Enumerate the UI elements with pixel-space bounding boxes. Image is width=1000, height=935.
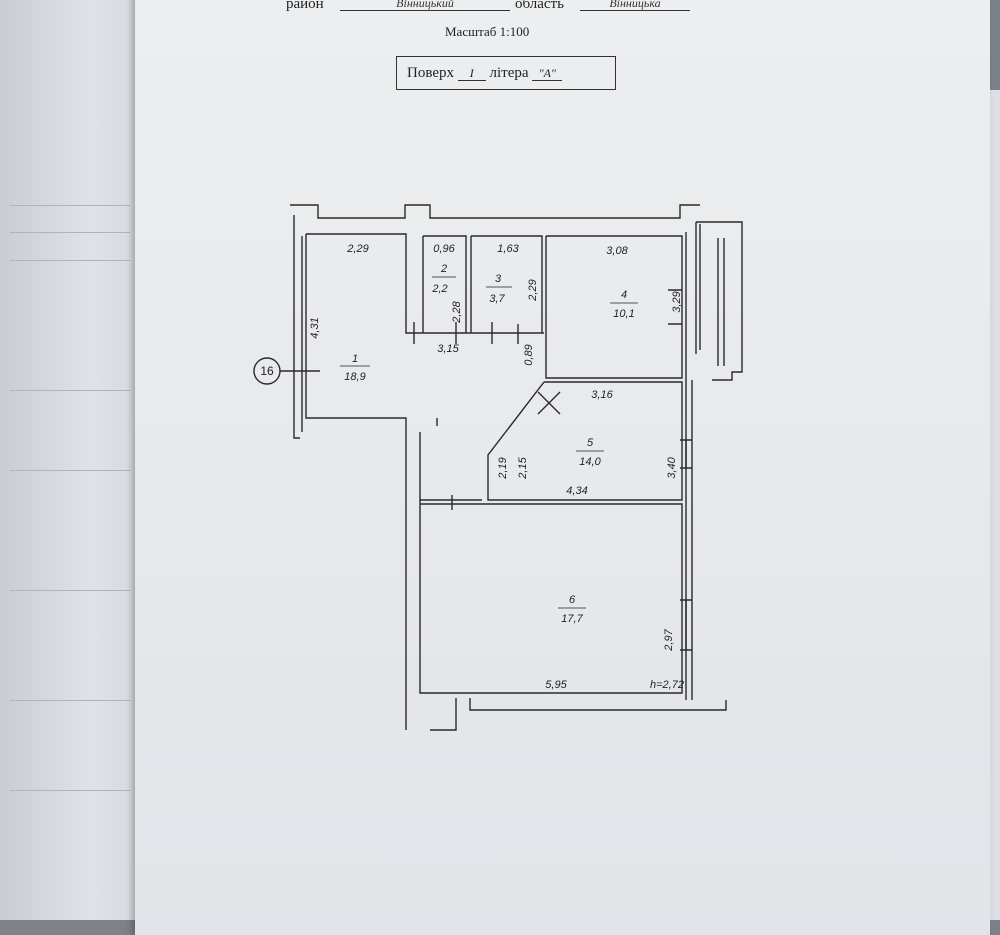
floor-value: І — [457, 66, 486, 81]
room-4-area: 10,1 — [613, 308, 634, 320]
room-3-number: 3 — [495, 273, 502, 285]
section-marker: 16 — [260, 364, 274, 378]
dim-r5-bottom: 4,34 — [566, 485, 587, 497]
scale-label: Масштаб 1:100 — [445, 24, 530, 39]
dim-hall-left: 2,19 — [497, 457, 509, 479]
region-value: Вінницька — [580, 0, 690, 11]
room-6-area: 17,7 — [561, 613, 583, 625]
dim-r4-height: 3,29 — [671, 291, 683, 312]
room-5-area: 14,0 — [579, 456, 601, 468]
underlying-sheet — [0, 0, 150, 920]
dim-r5-top: 3,16 — [591, 389, 613, 401]
letter-label: літера — [489, 65, 529, 81]
room-3-area: 3,7 — [489, 293, 505, 305]
dim-r6-width: 5,95 — [545, 679, 567, 691]
dim-r3-width: 1,63 — [497, 243, 519, 255]
room-1-area: 18,9 — [344, 371, 365, 383]
dim-r1-width: 2,29 — [346, 243, 368, 255]
room-5-number: 5 — [587, 437, 594, 449]
dim-r6-height: 2,97 — [663, 628, 675, 651]
room-6-number: 6 — [569, 594, 576, 606]
floor-box: Поверх І літера "А" — [396, 56, 616, 90]
letter-value: "А" — [532, 66, 563, 81]
dim-r2-width: 0,96 — [433, 243, 455, 255]
floor-plan-sheet — [135, 0, 990, 935]
dim-r4-width: 3,08 — [606, 245, 628, 257]
dim-corridor-width: 3,15 — [437, 343, 459, 355]
district-value: Вінницький — [340, 0, 510, 11]
dim-corridor-gap: 0,89 — [523, 344, 535, 365]
room-2-number: 2 — [440, 263, 447, 275]
dim-r5-right: 3,40 — [666, 456, 678, 478]
dim-r3-height: 2,29 — [527, 279, 539, 301]
dim-r1-height: 4,31 — [309, 317, 321, 338]
district-label: район — [286, 0, 324, 12]
region-label: область — [515, 0, 564, 12]
dim-hall-right: 2,15 — [517, 456, 529, 479]
ceiling-height-note: h=2,72 — [650, 679, 684, 691]
dim-r2-height: 2,28 — [451, 300, 463, 323]
room-1-number: 1 — [352, 353, 358, 365]
floor-label: Поверх — [407, 65, 454, 81]
room-4-number: 4 — [621, 289, 627, 301]
room-2-area: 2,2 — [431, 283, 447, 295]
